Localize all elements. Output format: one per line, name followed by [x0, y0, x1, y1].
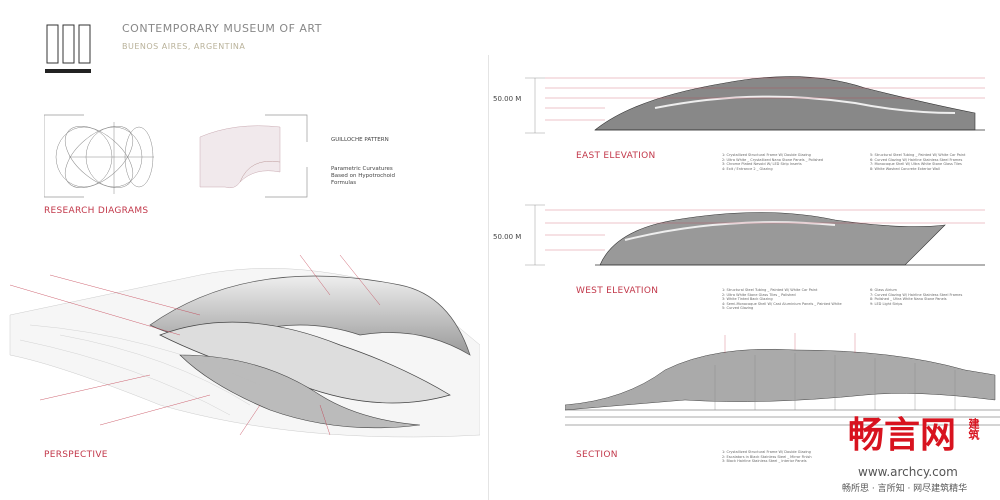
desc-line: Parametric Curvatures [331, 166, 393, 172]
perspective-label: PERSPECTIVE [44, 450, 108, 460]
note: 8: Polished _ Ultra White Nano Stone Pan… [870, 297, 947, 302]
west-elevation-drawing [525, 204, 985, 266]
section-drawing [565, 333, 1000, 426]
divider [488, 55, 489, 500]
logo [45, 24, 95, 83]
note: 1: Crystallized Structural Frame W/ Doub… [722, 450, 811, 454]
watermark-slogan: 畅所思 · 言所知 · 网尽建筑精华 [842, 484, 968, 494]
note: 8: White Washed Concrete Exterior Wall [870, 166, 940, 171]
perspective-drawing [9, 254, 480, 438]
research-diagrams-label: RESEARCH DIAGRAMS [44, 206, 149, 216]
note: 5: Curved Glazing [722, 306, 754, 311]
note: 1: Structural Steel Tubing _ Painted W/ … [722, 288, 818, 292]
guilloche-pattern-image [199, 114, 308, 198]
hypotrochoid-diagram [44, 114, 154, 198]
note: 2: Escalators in Black Stainless Steel _… [722, 454, 812, 459]
page-title: CONTEMPORARY MUSEUM OF ART [122, 22, 322, 35]
note: 4: Exit / Entrance 2 _ Glazing [722, 166, 773, 171]
note: 7: Monocoque Shell W/ Ultra White Stone … [870, 162, 962, 167]
note: 1: Crystallized Structural Frame W/ Doub… [722, 153, 811, 157]
east-notes-right: 5: Structural Steel Tubing _ Painted W/ … [870, 153, 965, 171]
note: 2: Ultra White Stone Glass Tiles _ Polis… [722, 292, 796, 297]
east-notes-left: 1: Crystallized Structural Frame W/ Doub… [722, 153, 823, 171]
west-notes-left: 1: Structural Steel Tubing _ Painted W/ … [722, 288, 842, 311]
guilloche-desc: Parametric Curvatures Based on Hypotroch… [331, 166, 395, 187]
note: 2: Ultra White _ Crystallized Nano Stone… [722, 157, 823, 162]
note: 3: Chrome Plated Nevold W/ LED Strip Ins… [722, 162, 802, 167]
note: 5: Structural Steel Tubing _ Painted W/ … [870, 153, 966, 157]
note: 7: Curved Glazing W/ Hairline Stainless … [870, 292, 963, 297]
logo-mark-icon [45, 24, 91, 73]
watermark-brand: 畅言网 [848, 415, 957, 456]
guilloche-title: GUILLOCHE PATTERN [331, 137, 389, 143]
west-scale: 50.00 M [493, 233, 522, 241]
section-notes: 1: Crystallized Structural Frame W/ Doub… [722, 450, 812, 464]
watermark-badge: 建筑 [967, 418, 980, 440]
west-elevation-label: WEST ELEVATION [576, 286, 659, 296]
east-elevation-label: EAST ELEVATION [576, 151, 656, 161]
note: 3: Black Hairline Stainless Steel _ Inte… [722, 459, 807, 464]
note: 6: Curved Glazing W/ Hairline Stainless … [870, 157, 963, 162]
desc-line: Formulas [331, 180, 357, 187]
note: 6: Glass Atrium [870, 288, 897, 292]
desc-line: Based on Hypotrochoid [331, 173, 396, 180]
east-elevation-drawing [525, 76, 985, 134]
note: 3: White Tinted Back Glazing [722, 297, 773, 302]
section-label: SECTION [576, 450, 618, 460]
note: 9: LED Light Strips [870, 301, 903, 306]
watermark-url: www.archcy.com [858, 465, 958, 479]
note: 4: Semi-Monocoque Shell W/ Cast Aluminiu… [722, 301, 842, 306]
east-scale: 50.00 M [493, 95, 522, 103]
page-subtitle: BUENOS AIRES, ARGENTINA [122, 42, 246, 51]
